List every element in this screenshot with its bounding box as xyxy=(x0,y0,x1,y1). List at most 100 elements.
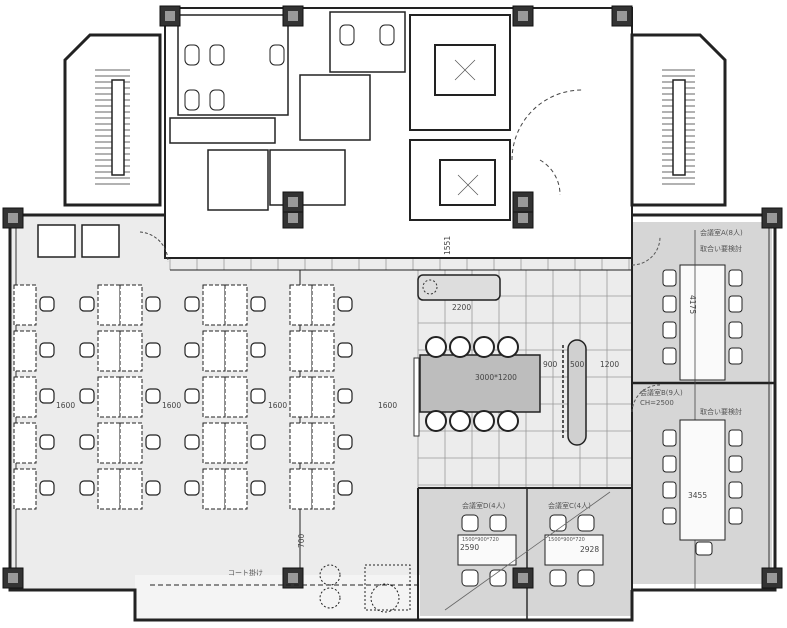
desk xyxy=(97,376,121,418)
chair xyxy=(497,410,519,432)
chair xyxy=(337,296,353,312)
desk xyxy=(202,284,226,326)
chair xyxy=(337,434,353,450)
chair xyxy=(662,347,677,365)
counter-dimension: 2200 xyxy=(452,303,471,312)
chair xyxy=(662,321,677,339)
chair xyxy=(79,388,95,404)
chair xyxy=(425,410,447,432)
chair xyxy=(79,480,95,496)
chair xyxy=(728,429,743,447)
desk xyxy=(202,468,226,510)
chair xyxy=(337,388,353,404)
column-core xyxy=(518,197,528,207)
room-d-width: 2590 xyxy=(460,543,479,552)
meeting-room-b-label: 会議室B(9人) xyxy=(640,388,683,397)
big-table-size: 3000*1200 xyxy=(475,373,517,382)
meeting-room-c: 会議室C(4人) 2928 1500*900*720 xyxy=(544,501,604,566)
column-core xyxy=(8,213,18,223)
chair xyxy=(145,480,161,496)
coat-hanger-label: コート掛け xyxy=(228,568,263,577)
chair xyxy=(184,296,200,312)
chair xyxy=(549,569,567,587)
room-b-depth: 3455 xyxy=(688,491,707,500)
chair xyxy=(337,480,353,496)
desk xyxy=(97,330,121,372)
desk xyxy=(289,422,313,464)
column-core xyxy=(288,11,298,21)
meeting-room-b-ceiling: CH=2500 xyxy=(640,399,674,407)
aisle-500: 500 xyxy=(570,360,585,369)
chair xyxy=(473,336,495,358)
meeting-chairs xyxy=(461,269,743,587)
chair xyxy=(695,541,713,556)
lower-dimension: 700 xyxy=(297,533,306,548)
meeting-room-c-label: 会議室C(4人) xyxy=(548,501,591,510)
chair xyxy=(145,434,161,450)
toilet-icon xyxy=(339,24,355,46)
desk xyxy=(224,468,248,510)
chair xyxy=(728,455,743,473)
column-core xyxy=(767,213,777,223)
aisle-1200: 1200 xyxy=(600,360,619,369)
desk xyxy=(202,422,226,464)
chair xyxy=(577,569,595,587)
chair xyxy=(250,296,266,312)
elevator-x-marks xyxy=(454,59,479,196)
pitch-dimension: 1600 xyxy=(162,401,181,410)
column-core xyxy=(767,573,777,583)
aisle-900: 900 xyxy=(543,360,558,369)
lower-left-bay xyxy=(135,575,420,620)
desk xyxy=(289,376,313,418)
desk xyxy=(202,330,226,372)
chair xyxy=(728,295,743,313)
chair xyxy=(250,388,266,404)
small-table-size: 1500*900*720 xyxy=(462,537,499,543)
chair xyxy=(184,434,200,450)
desk xyxy=(289,284,313,326)
chair xyxy=(184,480,200,496)
chair xyxy=(39,296,55,312)
chair xyxy=(145,342,161,358)
desk xyxy=(13,330,37,372)
structural-columns xyxy=(2,5,783,589)
column-core xyxy=(617,11,627,21)
desk xyxy=(119,330,143,372)
chair xyxy=(250,342,266,358)
chair xyxy=(577,514,595,532)
chair xyxy=(39,480,55,496)
meeting-room-d: 会議室D(4人) 2590 1500*900*720 xyxy=(457,501,517,566)
toilet-icon xyxy=(269,44,285,66)
desk xyxy=(97,422,121,464)
standing-bench xyxy=(567,339,587,446)
chair xyxy=(728,269,743,287)
chair xyxy=(473,410,495,432)
desk xyxy=(311,284,335,326)
pitch-dimension: 1600 xyxy=(268,401,287,410)
chair xyxy=(39,388,55,404)
elevators xyxy=(409,14,511,221)
desk xyxy=(13,284,37,326)
meeting-room-b: 会議室B(9人) CH=2500 取合い要検討 3455 xyxy=(631,384,742,541)
plants xyxy=(319,564,411,613)
pantry-counter xyxy=(417,274,501,301)
toilet-icon xyxy=(184,44,200,66)
stairwell-right xyxy=(630,33,727,207)
desk xyxy=(13,376,37,418)
column-core xyxy=(8,573,18,583)
big-meeting-table: 3000*1200 xyxy=(413,336,541,437)
chair xyxy=(79,434,95,450)
chair xyxy=(39,434,55,450)
chair xyxy=(662,429,677,447)
small-table-size: 1500*900*720 xyxy=(548,537,585,543)
desk xyxy=(202,376,226,418)
chair xyxy=(184,388,200,404)
column-core xyxy=(518,11,528,21)
column-core xyxy=(518,213,528,223)
desk xyxy=(97,284,121,326)
chair xyxy=(337,342,353,358)
desk xyxy=(119,422,143,464)
toilet-fixtures xyxy=(184,24,395,111)
chair xyxy=(79,296,95,312)
